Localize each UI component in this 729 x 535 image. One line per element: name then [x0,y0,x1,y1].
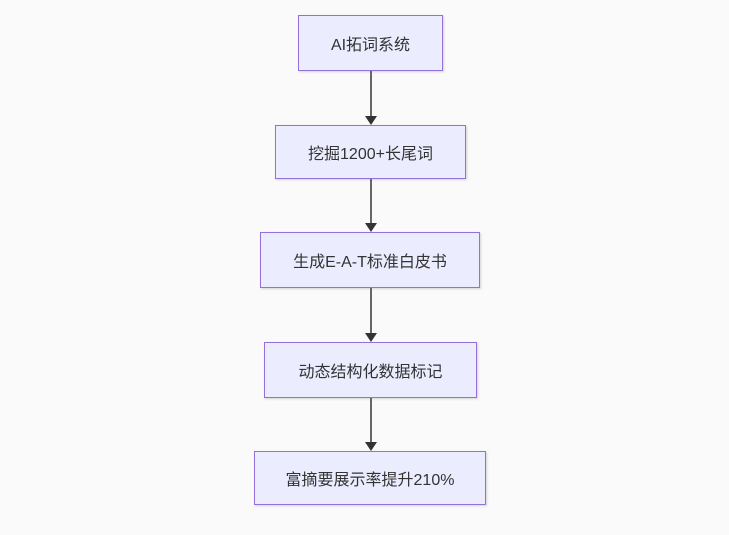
arrow-connector [364,398,377,451]
arrow-connector [364,288,377,342]
flowchart-node-rich-snippet-result: 富摘要展示率提升210% [254,451,486,505]
arrow-connector [364,179,377,232]
arrow-line [369,288,372,333]
arrow-line [369,179,372,223]
arrowhead-down-icon [364,333,377,342]
arrowhead-down-icon [364,223,377,232]
arrowhead-down-icon [364,442,377,451]
flowchart-node-longtail-words: 挖掘1200+长尾词 [275,125,466,179]
arrowhead-down-icon [364,116,377,125]
flowchart-node-structured-data: 动态结构化数据标记 [264,342,477,398]
flowchart-node-ai-system: AI拓词系统 [298,15,443,71]
arrow-connector [364,71,377,125]
arrow-line [369,398,372,442]
arrow-line [369,71,372,116]
flowchart-node-eat-whitepaper: 生成E-A-T标准白皮书 [260,232,480,288]
